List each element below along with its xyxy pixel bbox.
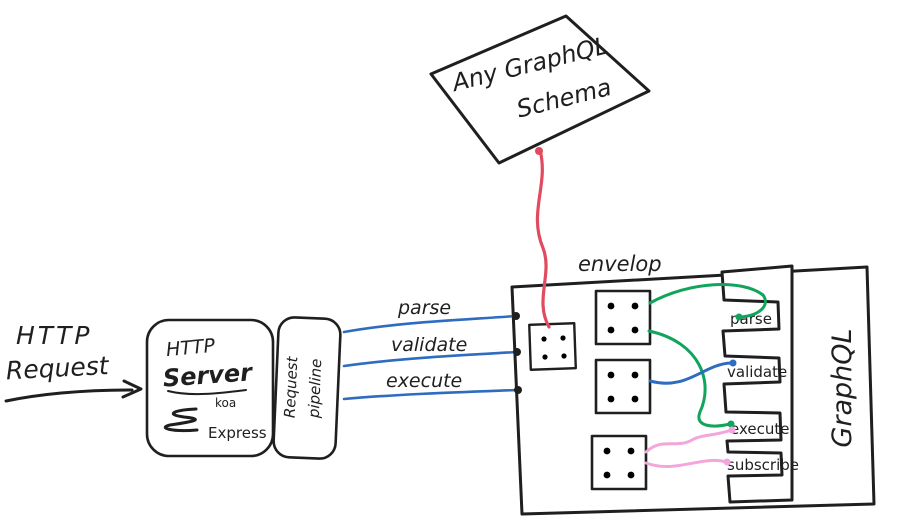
server-underline-scribble — [167, 389, 247, 396]
http-server-box — [145, 318, 275, 458]
connector-blue-validate-dot — [729, 359, 737, 367]
slot-execute-label: execute — [730, 420, 789, 438]
edge-parse-line — [342, 314, 518, 334]
dot — [627, 471, 635, 479]
dot — [607, 302, 615, 310]
pipeline-label-line2: pipeline — [305, 358, 326, 419]
connector-green-parse-dot — [735, 313, 743, 321]
dot — [603, 471, 611, 479]
connector-blue-validate — [648, 361, 733, 385]
slot-subscribe-label: subscribe — [727, 456, 799, 474]
express-label: Express — [208, 424, 267, 442]
connector-pink-subscribe-dot — [723, 458, 731, 466]
connector-pink-subscribe — [644, 458, 728, 468]
plugin-dots-2 — [607, 371, 639, 403]
dot — [631, 326, 639, 334]
connector-green-execute — [647, 329, 732, 428]
dot — [631, 302, 639, 310]
dot — [603, 447, 611, 455]
connector-red-schema-dot — [535, 147, 543, 155]
plugin-square-2 — [594, 358, 652, 415]
dot — [542, 354, 548, 360]
plugin-square-3 — [590, 434, 648, 491]
dot — [607, 371, 615, 379]
request-pipeline-box — [272, 316, 342, 460]
dot — [561, 353, 567, 359]
edge-execute-endpoint — [514, 386, 522, 394]
pipeline-label-line1: Request — [281, 355, 302, 418]
graphql-hooks-comb — [720, 264, 794, 504]
edge-parse-label: parse — [397, 297, 451, 319]
edge-validate-endpoint — [513, 348, 521, 356]
request-arrowhead — [121, 379, 143, 399]
slot-validate-label: validate — [727, 363, 787, 381]
connector-green-parse — [648, 283, 767, 319]
dot — [631, 371, 639, 379]
plugin-square-1 — [594, 289, 652, 346]
request-pipeline-group: Request pipeline — [272, 316, 342, 460]
dot — [607, 395, 615, 403]
plugin-dots-schema — [541, 335, 567, 360]
envelop-box — [510, 265, 876, 516]
koa-label: koa — [215, 396, 236, 410]
edge-execute-line — [342, 388, 520, 401]
envelop-label: envelop — [578, 252, 662, 276]
schema-note-shape — [429, 14, 651, 165]
http-request-line1: HTTP — [16, 321, 92, 350]
plugin-square-schema — [528, 322, 577, 371]
server-label-line1: HTTP — [165, 335, 216, 361]
edge-execute-label: execute — [386, 370, 462, 392]
dot — [560, 335, 566, 341]
edge-parse-endpoint — [512, 312, 520, 320]
connector-green-execute-dot — [727, 420, 735, 428]
http-request-line2: Request — [5, 351, 110, 385]
dot — [631, 395, 639, 403]
graphql-label: GraphQL — [827, 328, 858, 447]
edge-validate-line — [342, 350, 519, 368]
server-label-line2: Server — [162, 358, 255, 392]
edge-validate-label: validate — [391, 334, 467, 356]
dot — [627, 447, 635, 455]
dot — [541, 336, 547, 342]
request-arrow-line — [4, 388, 134, 403]
dot — [607, 326, 615, 334]
plugin-dots-1 — [607, 302, 639, 334]
connector-pink-execute — [644, 428, 733, 454]
plugin-dots-3 — [603, 447, 635, 479]
connector-red-schema — [535, 148, 551, 329]
express-logo-icon — [163, 407, 199, 432]
connector-pink-execute-dot — [728, 426, 736, 434]
